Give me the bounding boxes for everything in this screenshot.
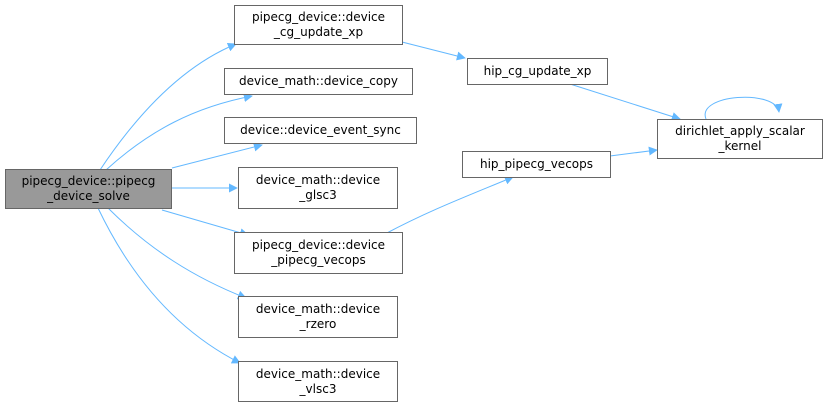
edge-root-to-cg-update bbox=[99, 42, 237, 171]
edge-root-to-rzero bbox=[107, 207, 247, 300]
node-device-pipecg-vecops[interactable]: pipecg_device::device _pipecg_vecops bbox=[234, 232, 403, 274]
edge-root-to-vlsc3 bbox=[97, 207, 241, 364]
node-hip-pipecg-vecops[interactable]: hip_pipecg_vecops bbox=[462, 151, 611, 178]
edge-root-to-copy bbox=[105, 93, 253, 171]
edge-pipecg-vecops-to-hip bbox=[384, 175, 514, 235]
edge-hip-cg-update-to-dirichlet bbox=[569, 83, 681, 121]
edge-dirichlet-self bbox=[704, 96, 783, 120]
node-device-glsc3[interactable]: device_math::device _glsc3 bbox=[238, 167, 398, 209]
node-hip-cg-update-xp[interactable]: hip_cg_update_xp bbox=[467, 58, 608, 85]
node-device-cg-update-xp[interactable]: pipecg_device::device _cg_update_xp bbox=[234, 5, 403, 45]
edge-cg-update-to-hip bbox=[401, 41, 466, 61]
node-device-event-sync[interactable]: device::device_event_sync bbox=[224, 117, 417, 144]
edge-root-to-pipecg-vecops bbox=[161, 209, 249, 238]
edge-hip-vecops-to-dirichlet bbox=[609, 146, 658, 157]
node-pipecg-device-solve[interactable]: pipecg_device::pipecg _device_solve bbox=[5, 169, 172, 209]
node-device-copy[interactable]: device_math::device_copy bbox=[224, 68, 413, 95]
node-dirichlet-apply-scalar-kernel[interactable]: dirichlet_apply_scalar _kernel bbox=[657, 119, 823, 159]
node-device-vlsc3[interactable]: device_math::device _vlsc3 bbox=[238, 361, 398, 402]
edge-root-to-event-sync bbox=[171, 142, 263, 169]
node-device-rzero[interactable]: device_math::device _rzero bbox=[238, 296, 398, 338]
